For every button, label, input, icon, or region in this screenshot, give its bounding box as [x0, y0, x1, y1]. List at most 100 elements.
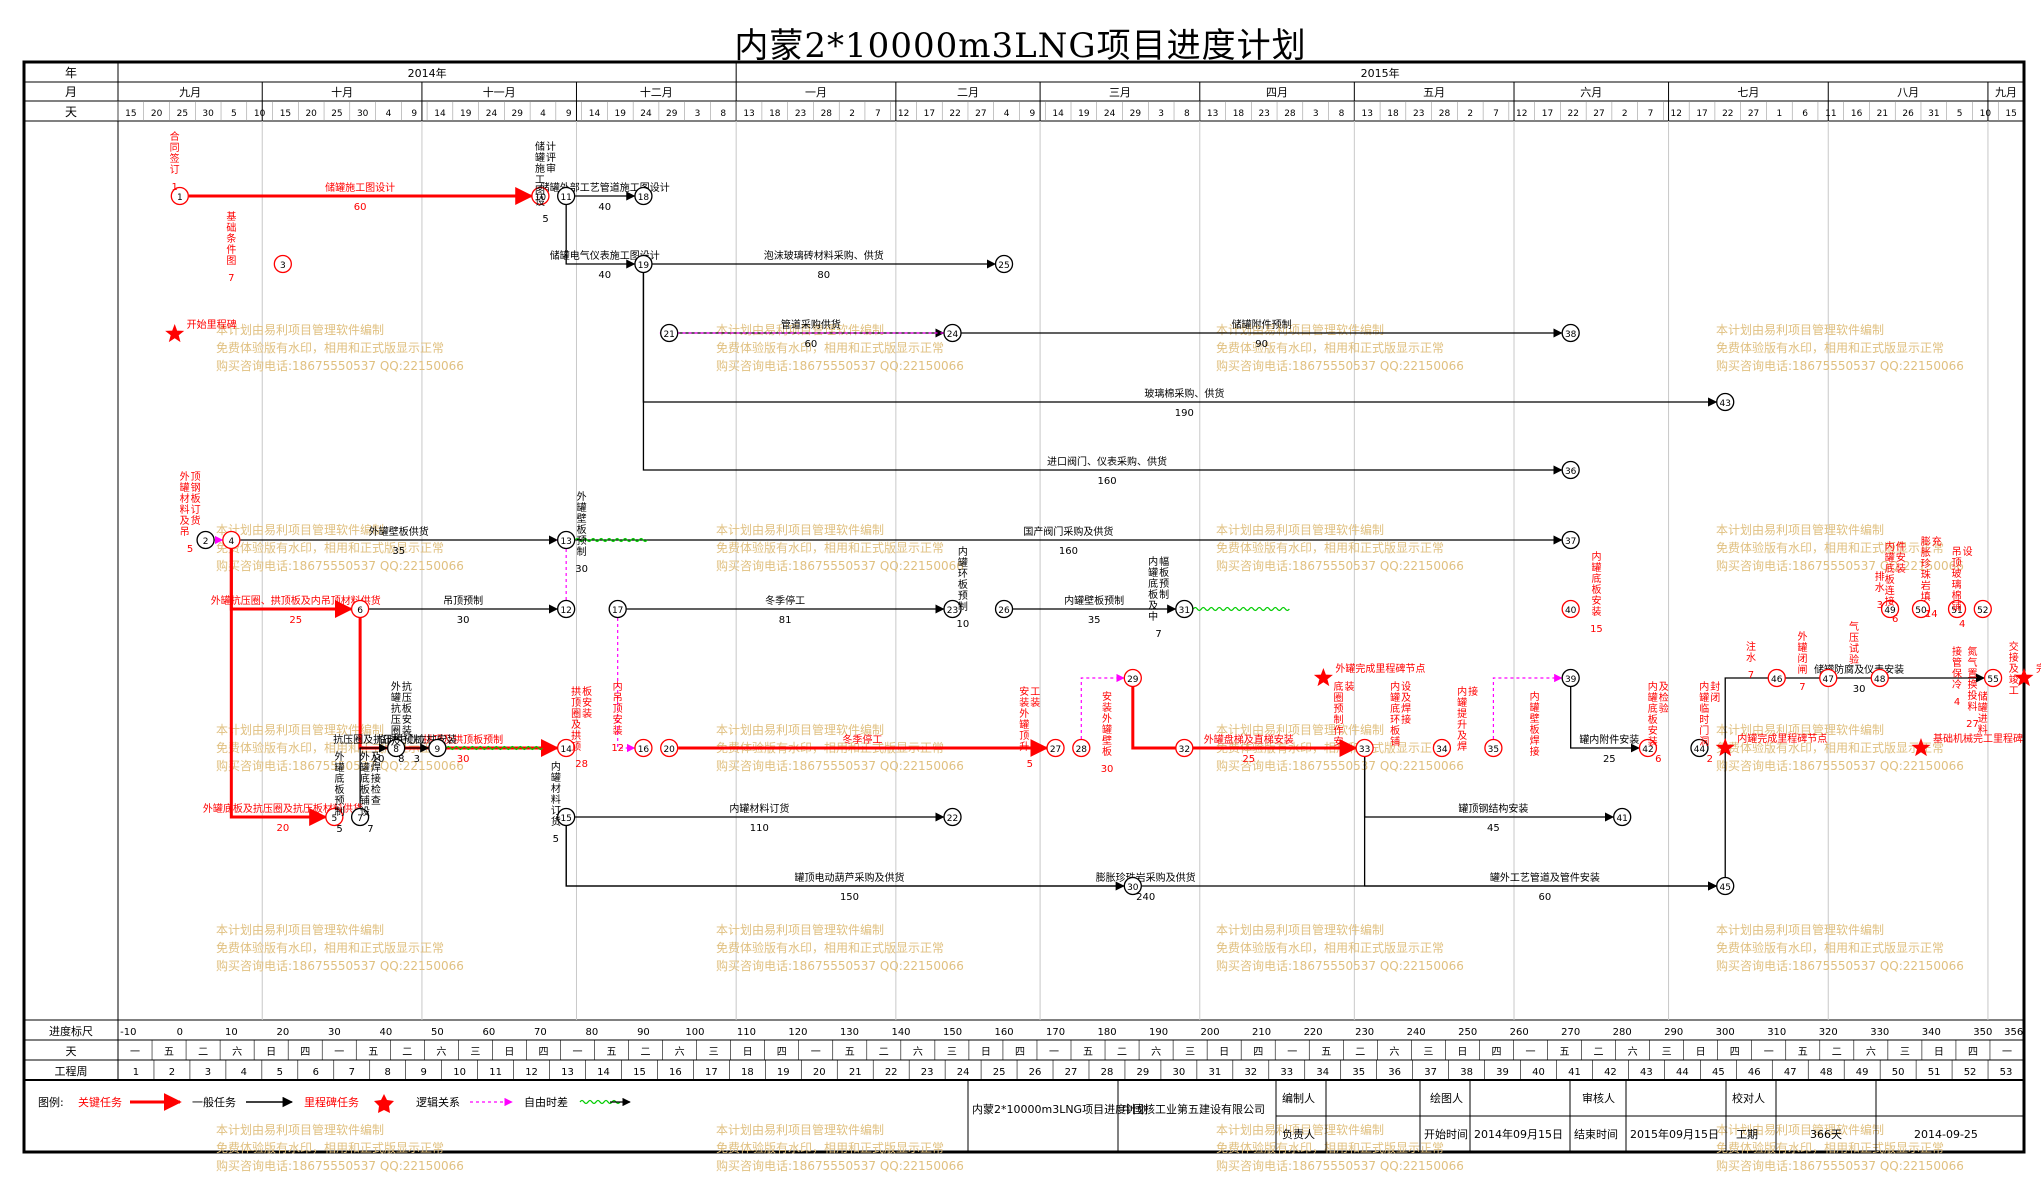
- day-label: 12: [1516, 109, 1527, 119]
- event-node-label: 30: [1127, 883, 1139, 893]
- task-arrow: [565, 826, 1718, 891]
- week-cell: 10: [453, 1067, 466, 1078]
- vertical-task-char: 及: [1659, 681, 1669, 693]
- month-label: 九月: [179, 86, 201, 99]
- vertical-task-duration: 8: [398, 754, 404, 765]
- task-duration: 35: [1088, 615, 1101, 626]
- info-start-value: 2014年09月15日: [1474, 1127, 1563, 1141]
- week-cell: 34: [1316, 1067, 1329, 1078]
- task-name: 罐顶钢结构安装: [1458, 802, 1528, 815]
- day-label: 27: [975, 109, 986, 119]
- event-node: [608, 599, 627, 619]
- event-node: [387, 738, 406, 758]
- vertical-task-char: 封: [1710, 680, 1720, 693]
- scale-tick: 120: [788, 1027, 807, 1038]
- vertical-task-char: 装: [1030, 696, 1040, 709]
- month-label: 三月: [1109, 86, 1131, 99]
- watermark-text: 购买咨询电话:18675550537 QQ:22150066: [1216, 1158, 1464, 1173]
- event-node: [428, 738, 447, 758]
- info-project: 内蒙2*10000m3LNG项目进度计划: [972, 1102, 1148, 1116]
- vertical-task-char: 及: [1457, 730, 1467, 742]
- event-node: [1638, 738, 1658, 758]
- vertical-task-char: 排: [1875, 570, 1885, 583]
- vertical-task-char: 升: [1019, 741, 1029, 753]
- week-cell: 7: [349, 1067, 355, 1078]
- vertical-task-char: 罐: [360, 761, 370, 774]
- task-name: 外罐抗压圈、拱顶板及内吊顶材料供货: [211, 594, 381, 607]
- vertical-task-char: 珠: [1921, 568, 1931, 581]
- vertical-task-duration: 7: [1799, 682, 1805, 693]
- milestone-star: [2014, 668, 2034, 687]
- week-cell: 40: [1532, 1067, 1545, 1078]
- weekday-cell: 六: [1866, 1046, 1876, 1058]
- vertical-task-char: 气: [1967, 656, 1977, 669]
- info-start-label: 开始时间: [1424, 1127, 1468, 1141]
- legend-critical-label: 关键任务: [78, 1095, 122, 1109]
- scale-tick: 220: [1304, 1027, 1323, 1038]
- vertical-task-char: 换: [1967, 678, 1977, 691]
- day-label: 22: [949, 109, 960, 119]
- vertical-task-char: 玻: [1952, 567, 1962, 580]
- event-node: [1561, 460, 1580, 480]
- event-node: [1123, 668, 1142, 688]
- event-node-label: 25: [998, 261, 1009, 271]
- week-cell: 5: [277, 1067, 283, 1078]
- task-arrow: [1570, 687, 1640, 753]
- event-node: [1716, 392, 1735, 412]
- weekday-cell: 一: [1525, 1047, 1535, 1058]
- event-node: [350, 599, 370, 619]
- vertical-task-char: 板: [958, 578, 968, 591]
- scale-tick: -10: [120, 1027, 136, 1038]
- watermark-text: 免费体验版有水印，相用和正式版显示正常: [1716, 540, 1944, 555]
- vertical-task-char: 门: [1699, 724, 1709, 737]
- vertical-task-char: 装: [1896, 562, 1906, 575]
- watermark-text: 免费体验版有水印，相用和正式版显示正常: [216, 540, 444, 555]
- vertical-task-char: 内: [551, 760, 561, 773]
- week-cell: 9: [420, 1067, 426, 1078]
- event-node: [557, 186, 576, 206]
- vertical-task-char: 订: [170, 164, 180, 176]
- vertical-task-char: 铺: [1952, 600, 1962, 613]
- vertical-task-char: 条: [226, 232, 236, 245]
- event-node: [1870, 668, 1889, 688]
- day-label: 7: [875, 109, 881, 119]
- task-duration: 90: [1255, 339, 1268, 350]
- weekday-cell: 四: [1968, 1047, 1978, 1058]
- day-label: 13: [1361, 109, 1372, 119]
- milestone-label: 完成里程碑: [2036, 662, 2041, 675]
- day-label: 29: [1130, 109, 1142, 119]
- event-node-label: 38: [1565, 330, 1577, 340]
- vertical-task-char: 岩: [1921, 579, 1931, 592]
- task-name: 管道采购供货: [781, 318, 841, 331]
- vertical-task-duration: 7: [1155, 629, 1161, 640]
- scale-tick: 90: [637, 1027, 650, 1038]
- weekday-cell: 四: [1253, 1047, 1263, 1058]
- task-duration: 30: [1853, 684, 1866, 695]
- vertical-task-char: 填: [1921, 590, 1931, 603]
- vertical-task-char: 料: [1978, 723, 1988, 736]
- info-compiler-label: 编制人: [1282, 1091, 1315, 1105]
- weekday-cell: 一: [1049, 1047, 1059, 1058]
- event-node: [660, 323, 679, 343]
- weekday-cell: 五: [1083, 1047, 1093, 1058]
- vertical-task-char: 装: [1019, 696, 1029, 709]
- day-label: 13: [1207, 109, 1218, 119]
- month-label: 六月: [1580, 86, 1602, 99]
- vertical-task-char: 膨: [1921, 535, 1931, 548]
- legend-logic-label: 逻辑关系: [416, 1095, 460, 1109]
- scale-tick: 180: [1098, 1027, 1117, 1038]
- watermark-text: 免费体验版有水印，相用和正式版显示正常: [1716, 940, 1944, 955]
- vertical-task-char: 冷: [1952, 678, 1962, 691]
- vertical-task-char: 圈: [571, 708, 581, 720]
- event-node: [660, 738, 679, 758]
- scale-tick: 140: [891, 1027, 910, 1038]
- legend: 图例: 关键任务 一般任务 里程碑任务 逻辑关系 自由时差: [38, 1093, 631, 1113]
- float-line: [574, 537, 648, 543]
- task-name: 储罐附件预制: [1232, 318, 1292, 331]
- vertical-task-char: 外: [391, 681, 401, 693]
- month-label: 二月: [957, 86, 979, 99]
- week-cell: 42: [1604, 1067, 1617, 1078]
- scale-tick: 10: [225, 1027, 238, 1038]
- week-cell: 39: [1496, 1067, 1509, 1078]
